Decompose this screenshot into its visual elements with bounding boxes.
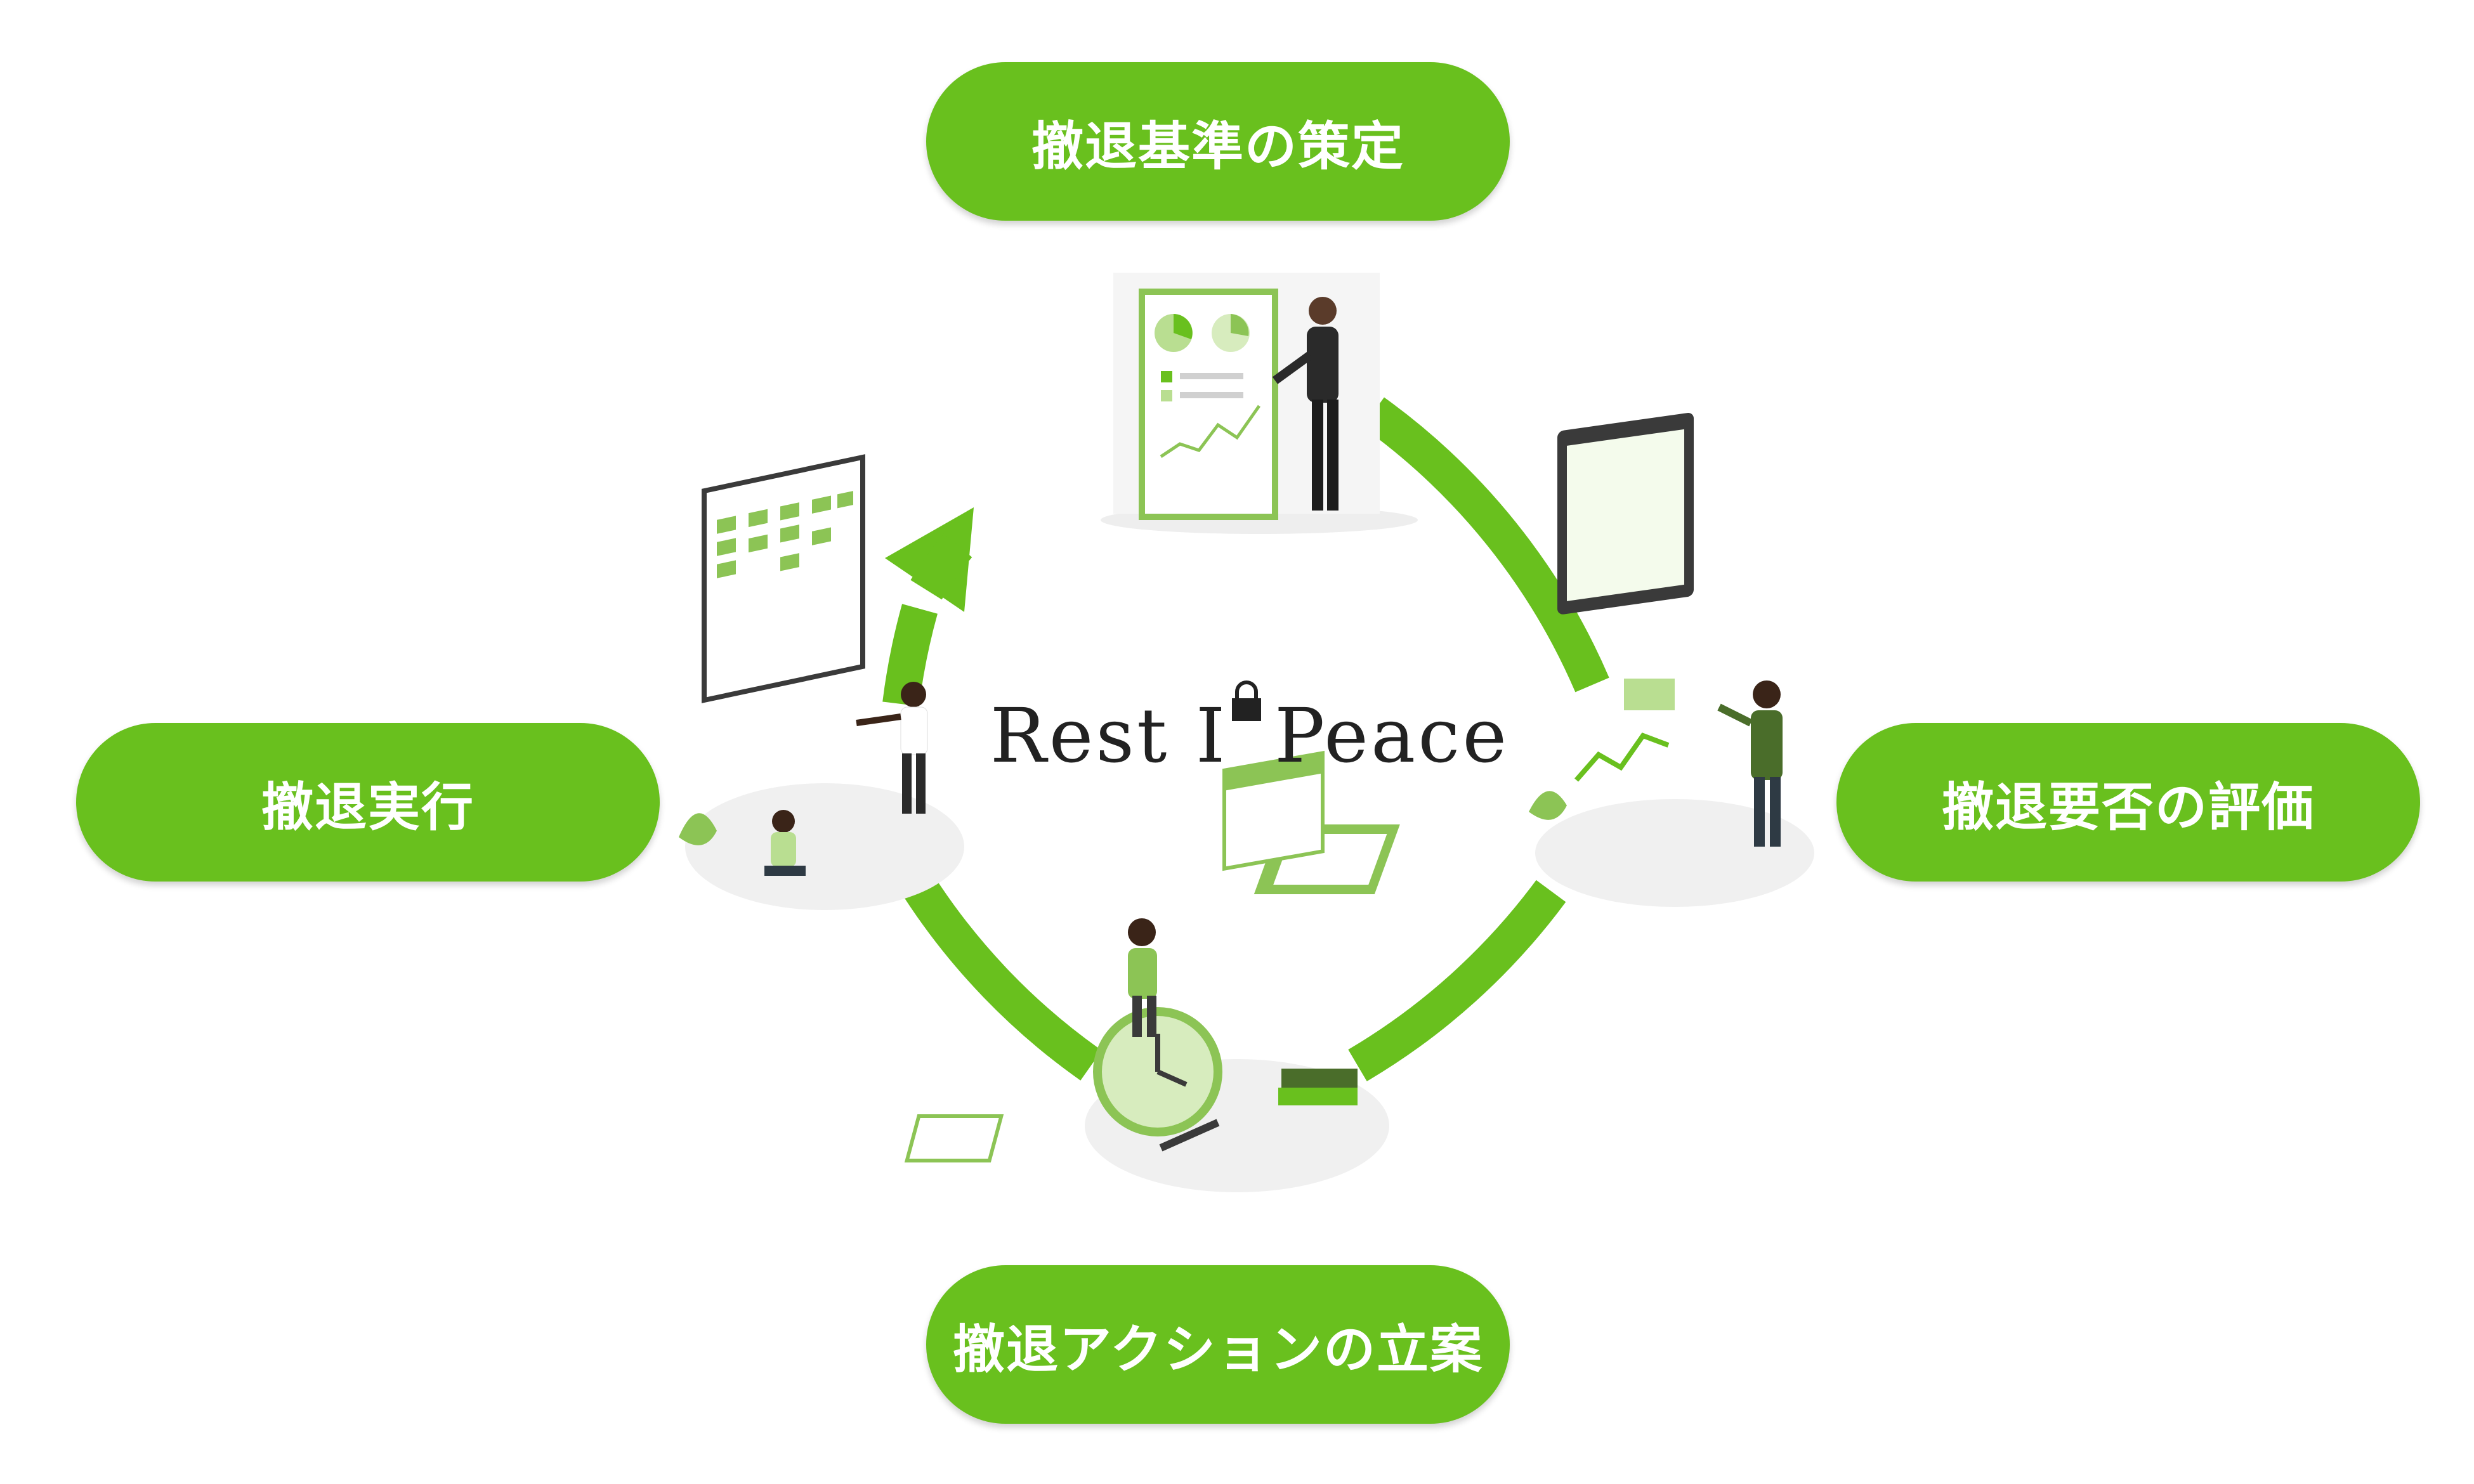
logo-text-part1: Rest I xyxy=(990,692,1228,779)
step-pill-action-plan: 撤退アクションの立案 xyxy=(926,1265,1510,1424)
lock-icon xyxy=(1229,680,1264,753)
kanban-board xyxy=(702,454,865,703)
step-pill-execution: 撤退実行 xyxy=(76,723,660,882)
step-label-bottom: 撤退アクションの立案 xyxy=(953,1319,1483,1380)
logo-text-part2: n xyxy=(1234,710,1259,748)
logo-text-part3: Peace xyxy=(1274,692,1510,779)
step-label-top: 撤退基準の策定 xyxy=(1031,116,1404,177)
report-screen xyxy=(1567,429,1684,601)
step-pill-evaluation: 撤退要否の評価 xyxy=(1836,723,2420,882)
ring-arc-bottom-right xyxy=(1348,880,1566,1081)
step-label-left: 撤退実行 xyxy=(261,777,475,838)
step-label-right: 撤退要否の評価 xyxy=(1941,777,2315,838)
ring-arc-top-right xyxy=(1363,397,1609,693)
step-pill-criteria: 撤退基準の策定 xyxy=(926,62,1510,221)
chart-board xyxy=(1139,289,1278,520)
ring-arc-bottom-left xyxy=(904,878,1102,1081)
